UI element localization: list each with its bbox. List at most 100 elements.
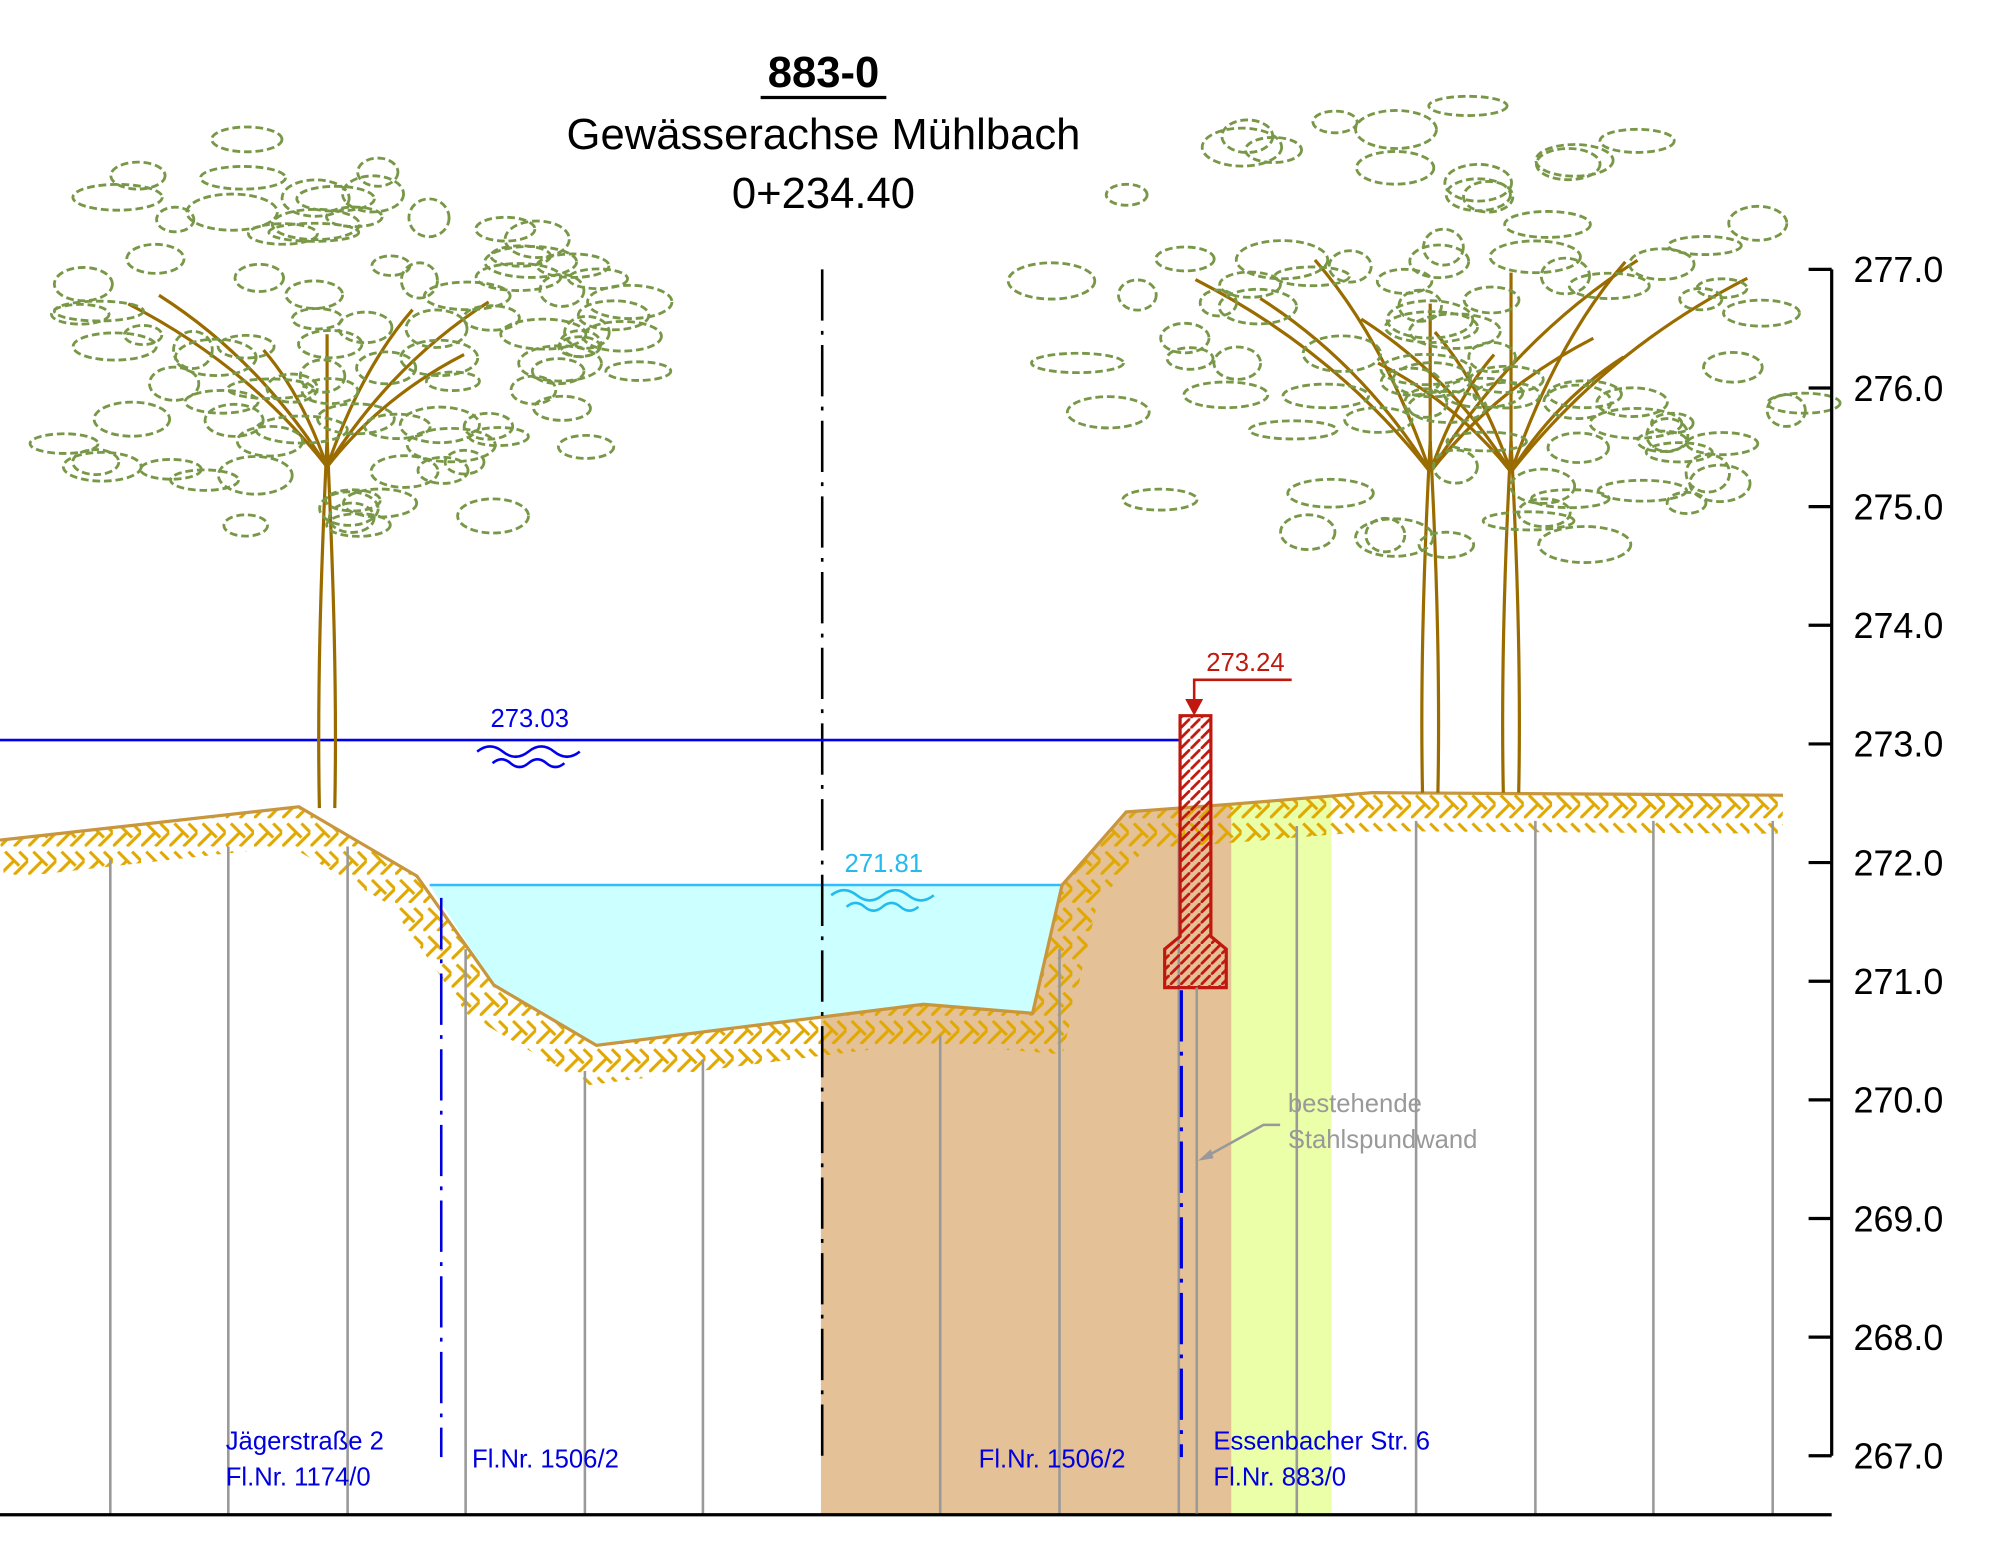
foliage-cluster — [604, 360, 673, 382]
foliage-cluster — [290, 307, 344, 331]
foliage-cluster — [222, 513, 269, 538]
foliage-cluster — [399, 261, 439, 300]
foliage-cluster — [398, 405, 481, 445]
branch — [127, 302, 329, 468]
foliage-cluster — [1200, 126, 1284, 168]
foliage-cluster — [1644, 441, 1714, 464]
foliage-cluster — [1273, 265, 1351, 288]
foliage-cluster — [1628, 247, 1696, 281]
water-level-label: 271.81 — [845, 850, 923, 878]
trunk — [317, 438, 329, 809]
foliage-cluster — [483, 245, 579, 279]
foliage-cluster — [1595, 386, 1669, 418]
foliage-cluster — [1379, 366, 1442, 397]
foliage-cluster — [1355, 150, 1436, 186]
stream-parcel-left-label: Fl.Nr. 1506/2 — [472, 1445, 619, 1473]
axis-tick-label: 272.0 — [1853, 842, 1943, 883]
flood-wave-icon — [476, 745, 581, 769]
foliage-cluster — [369, 454, 440, 489]
foliage-cluster — [1685, 431, 1760, 457]
foliage-cluster — [1279, 513, 1337, 551]
foliage-cluster — [1462, 285, 1521, 315]
sheet-pile-arrow-icon — [1198, 1149, 1214, 1161]
foliage-cluster — [50, 302, 111, 326]
foliage-cluster — [183, 389, 260, 415]
foliage-cluster — [1212, 345, 1263, 381]
branch — [1360, 317, 1513, 473]
axis-tick-label: 269.0 — [1853, 1198, 1943, 1239]
foliage-cluster — [1645, 417, 1690, 454]
foliage-cluster — [185, 192, 279, 232]
foliage-cluster — [405, 426, 497, 464]
foliage-cluster — [424, 370, 481, 392]
foliage-cluster — [318, 490, 380, 527]
foliage-cluster — [284, 279, 345, 310]
trunk — [1420, 441, 1432, 793]
foliage-cluster — [1472, 380, 1542, 410]
foliage-cluster — [92, 400, 172, 438]
stream-parcel-right-label: Fl.Nr. 1506/2 — [979, 1445, 1126, 1473]
tree-left — [28, 125, 674, 809]
foliage-cluster — [456, 497, 530, 535]
foliage-cluster — [1427, 94, 1509, 117]
wall-top-leader — [1192, 678, 1292, 700]
foliage-cluster — [530, 357, 586, 386]
foliage-cluster — [1417, 530, 1476, 559]
trunk — [325, 438, 338, 809]
station: 0+234.40 — [732, 170, 915, 218]
axis-tick-label: 270.0 — [1853, 1080, 1943, 1121]
foliage-cluster — [1443, 162, 1513, 203]
axis-tick-label: 271.0 — [1853, 961, 1943, 1002]
foliage-cluster — [416, 455, 470, 485]
foliage-cluster — [1397, 288, 1443, 323]
foliage-cluster — [125, 242, 186, 275]
foliage-cluster — [1165, 346, 1215, 371]
foliage-cluster — [342, 487, 419, 519]
axis-name: Gewässerachse Mühlbach — [567, 111, 1081, 159]
foliage-cluster — [172, 329, 214, 370]
foliage-cluster — [1301, 334, 1383, 373]
foliage-cluster — [404, 308, 469, 349]
foliage-cluster — [267, 221, 361, 243]
foliage-cluster — [563, 314, 611, 350]
foliage-cluster — [566, 267, 629, 291]
foliage-cluster — [586, 283, 674, 321]
foliage-cluster — [509, 374, 558, 406]
foliage-cluster — [1354, 109, 1438, 150]
foliage-cluster — [1375, 267, 1434, 295]
axis-tick-label: 268.0 — [1853, 1317, 1943, 1358]
foliage-cluster — [1354, 517, 1435, 558]
foliage-cluster — [1182, 380, 1270, 410]
foliage-cluster — [174, 337, 258, 377]
foliage-cluster — [467, 426, 530, 448]
branch — [325, 353, 465, 468]
right-owner-label: Essenbacher Str. 6 — [1213, 1427, 1430, 1455]
foliage-cluster — [1567, 271, 1651, 300]
foliage-cluster — [355, 350, 418, 386]
foliage-cluster — [1534, 143, 1615, 178]
foliage-cluster — [1311, 109, 1359, 135]
axis-tick-label: 275.0 — [1853, 486, 1943, 527]
foliage-cluster — [1383, 310, 1479, 344]
elevation-axis-ticks: 277.0276.0275.0274.0273.0272.0271.0270.0… — [1808, 249, 1943, 1477]
foliage-cluster — [535, 252, 611, 279]
foliage-cluster — [109, 160, 167, 191]
foliage-cluster — [169, 468, 240, 492]
foliage-cluster — [576, 299, 651, 332]
foliage-cluster — [1537, 525, 1633, 564]
foliage-cluster — [1385, 299, 1475, 340]
foliage-cluster — [235, 424, 305, 458]
foliage-cluster — [52, 266, 114, 303]
foliage-cluster — [280, 178, 351, 218]
foliage-cluster — [247, 222, 319, 246]
foliage-cluster — [538, 273, 586, 308]
foliage-cluster — [265, 372, 319, 404]
foliage-cluster — [1403, 387, 1449, 419]
branch — [1259, 297, 1432, 473]
foliage-cluster — [1030, 351, 1125, 375]
foliage-cluster — [1432, 448, 1479, 485]
foliage-cluster — [1546, 379, 1623, 410]
foliage-cluster — [52, 299, 145, 323]
foliage-cluster — [1588, 407, 1684, 440]
foliage-cluster — [1765, 393, 1807, 428]
